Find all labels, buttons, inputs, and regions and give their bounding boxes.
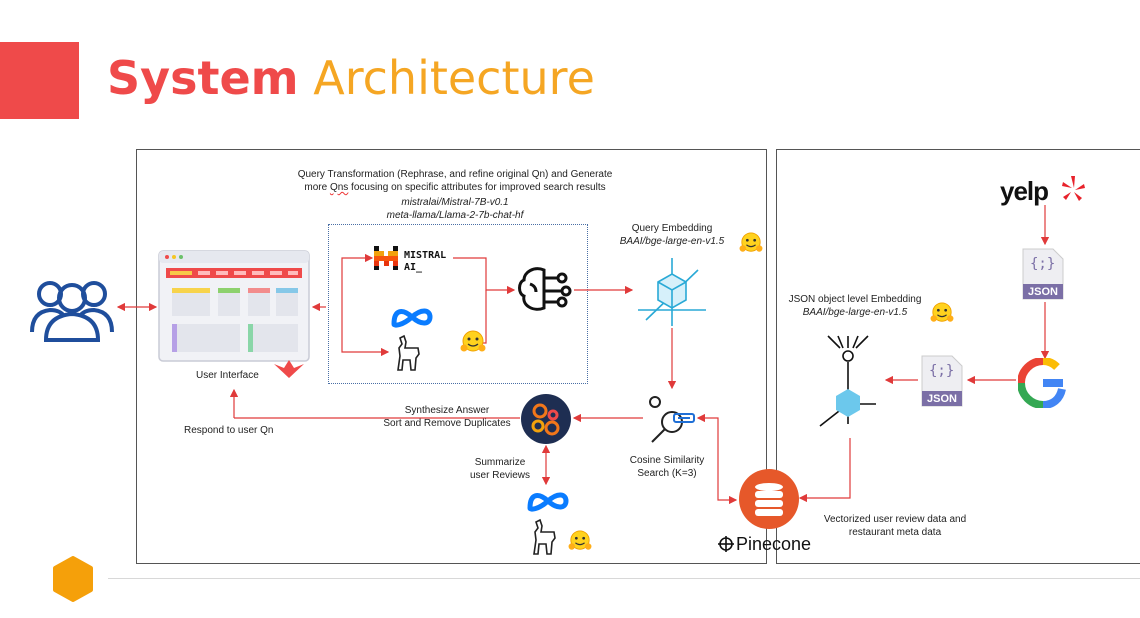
hugging-face-icon: [568, 530, 592, 552]
vectorized-line-1: Vectorized user review data and: [823, 514, 967, 525]
user-interface-mockup: [158, 250, 310, 362]
meta-logo-icon: [526, 488, 570, 514]
ingestion-pipeline-panel: [776, 149, 1140, 564]
yelp-logo: yelp: [1000, 176, 1049, 206]
json-embedding-icon: [816, 334, 880, 430]
respond-label: Respond to user Qn: [184, 425, 274, 436]
llm-group-box: [328, 224, 588, 384]
query-transformation-line-2: more Qns focusing on specific attributes…: [304, 182, 606, 193]
json-label: JSON: [927, 393, 957, 405]
query-embedding-model: BAAI/bge-large-en-v1.5: [619, 236, 725, 247]
user-interface-label: User Interface: [196, 370, 259, 381]
yelp-burst-icon: [1060, 174, 1086, 204]
embedding-cube-icon: [636, 256, 708, 328]
vector-database-icon: [738, 468, 800, 530]
cosine-similarity-line-1: Cosine Similarity: [629, 455, 705, 466]
json-glyph: {;}: [1030, 256, 1056, 272]
json-glyph: {;}: [929, 363, 955, 379]
query-embedding-label: Query Embedding: [631, 223, 713, 234]
title-rest-word: Architecture: [313, 51, 595, 105]
meta-logo-icon: [390, 304, 434, 330]
users-icon: [26, 274, 118, 344]
title-bold-word: System: [107, 51, 299, 105]
slide-title: System Architecture: [107, 50, 595, 106]
vectorized-line-2: restaurant meta data: [848, 527, 942, 538]
google-logo-icon: [1017, 357, 1068, 409]
mistral-logo-icon: [374, 246, 398, 270]
model-llama-label: meta-llama/Llama-2-7b-chat-hf: [386, 210, 524, 221]
hexagon-logo-icon: [52, 556, 94, 602]
json-embedding-label: JSON object level Embedding: [788, 294, 922, 305]
footer-divider: [108, 578, 1140, 579]
llama-icon: [528, 518, 562, 556]
streamlit-icon: [272, 358, 306, 380]
json-file-icon: [1021, 247, 1065, 301]
pinecone-logo-icon: [717, 535, 735, 553]
hugging-face-icon: [930, 302, 954, 324]
summarize-line-2: user Reviews: [469, 470, 531, 481]
synthesize-gears-icon: [520, 393, 572, 445]
hugging-face-icon: [739, 232, 763, 254]
synthesize-line-2: Sort and Remove Duplicates: [383, 418, 511, 429]
json-label: JSON: [1028, 286, 1058, 298]
json-file-icon: [920, 354, 964, 408]
similarity-search-icon: [644, 394, 698, 444]
llm-brain-icon: [514, 264, 574, 318]
json-embedding-model: BAAI/bge-large-en-v1.5: [802, 307, 908, 318]
hugging-face-icon: [460, 330, 486, 354]
synthesize-line-1: Synthesize Answer: [404, 405, 490, 416]
pinecone-label: Pinecone: [736, 534, 812, 554]
cosine-similarity-line-2: Search (K=3): [637, 468, 697, 479]
model-mistral-label: mistralai/Mistral-7B-v0.1: [401, 197, 509, 208]
summarize-line-1: Summarize: [474, 457, 526, 468]
title-accent-block: [0, 42, 79, 119]
query-transformation-line-1: Query Transformation (Rephrase, and refi…: [297, 169, 613, 180]
mistral-logo-text-2: AI_: [404, 262, 423, 273]
mistral-logo-text-1: MISTRAL: [404, 250, 447, 261]
llama-icon: [392, 334, 426, 372]
